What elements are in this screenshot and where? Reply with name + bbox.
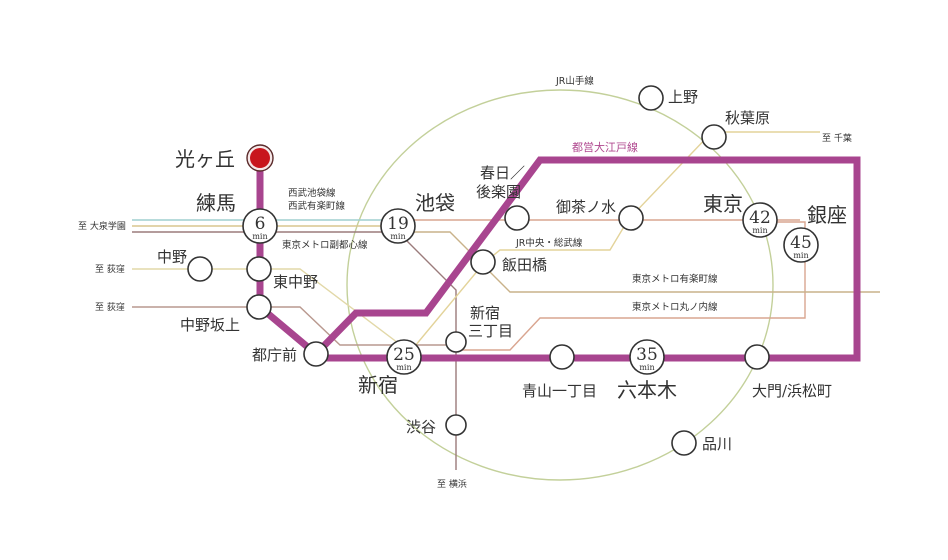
station-aoyama-itchome[interactable] [549, 344, 575, 370]
dest-ogikubo-2: 至 荻窪 [95, 301, 125, 313]
label-shinjuku-sanchome-2: 三丁目 [468, 322, 513, 340]
station-shinjuku[interactable]: 25 min [386, 339, 422, 375]
label-daimon: 大門/浜松町 [752, 382, 832, 400]
label-roppongi: 六本木 [617, 378, 677, 402]
label-akihabara: 秋葉原 [725, 109, 770, 127]
unit-tokyo: min [752, 226, 767, 235]
station-ochanomizu[interactable] [618, 205, 644, 231]
station-ginza[interactable]: 45 min [783, 227, 819, 263]
station-iidabashi[interactable] [470, 249, 496, 275]
label-shinagawa: 品川 [702, 435, 732, 453]
time-roppongi: 35 [636, 345, 658, 365]
time-ginza: 45 [790, 233, 812, 253]
label-iidabashi: 飯田橋 [502, 256, 547, 274]
time-ikebukuro: 19 [387, 214, 409, 234]
unit-ikebukuro: min [390, 232, 405, 241]
station-nerima[interactable]: 6 min [242, 208, 278, 244]
station-kasuga[interactable] [504, 205, 530, 231]
yamanote-label: JR山手線 [555, 75, 594, 87]
label-nakano: 中野 [157, 248, 187, 266]
label-nakanosakaue: 中野坂上 [180, 316, 240, 334]
label-higashinakano: 東中野 [273, 273, 318, 291]
station-hikarigaoka[interactable] [246, 144, 274, 172]
seibu-yurakucho-label: 西武有楽町線 [288, 200, 346, 212]
unit-nerima: min [252, 232, 267, 241]
dest-ogikubo-1: 至 荻窪 [95, 263, 125, 275]
label-ikebukuro: 池袋 [415, 191, 455, 215]
station-roppongi[interactable]: 35 min [629, 339, 665, 375]
unit-ginza: min [793, 251, 808, 260]
station-daimon[interactable] [744, 344, 770, 370]
station-nakanosakaue[interactable] [246, 294, 272, 320]
oedo-line [256, 156, 861, 362]
unit-roppongi: min [639, 363, 654, 372]
unit-shinjuku: min [396, 363, 411, 372]
fukutoshin-label: 東京メトロ副都心線 [282, 239, 368, 251]
label-nerima: 練馬 [196, 191, 236, 215]
label-hikarigaoka: 光ヶ丘 [175, 147, 235, 171]
label-ochanomizu: 御茶ノ水 [556, 198, 616, 216]
dest-yokohama: 至 横浜 [437, 478, 467, 490]
time-shinjuku: 25 [393, 345, 415, 365]
label-kasuga: 春日／ [480, 164, 525, 182]
station-shinjuku-sanchome[interactable] [445, 331, 467, 353]
station-ueno[interactable] [638, 85, 664, 111]
label-aoyama-itchome: 青山一丁目 [522, 382, 597, 400]
station-akihabara[interactable] [701, 124, 727, 150]
marunouchi-ginza-line [455, 221, 806, 351]
yamanote-line [346, 89, 774, 481]
station-shinagawa[interactable] [671, 430, 697, 456]
label-tokyo: 東京 [703, 192, 743, 216]
station-tokyo[interactable]: 42 min [742, 202, 778, 238]
label-shibuya: 渋谷 [406, 418, 436, 436]
station-ikebukuro[interactable]: 19 min [380, 208, 416, 244]
dest-oizumigakuen: 至 大泉学園 [78, 220, 126, 232]
chuo-sobu-label: JR中央・総武線 [515, 237, 583, 249]
fukutoshin-south-line [397, 231, 457, 470]
oedo-label: 都営大江戸線 [572, 140, 638, 154]
station-tochomae[interactable] [303, 341, 329, 367]
station-higashinakano[interactable] [246, 256, 272, 282]
seibu-ikebukuro-label: 西武池袋線 [288, 187, 336, 199]
label-shinjuku: 新宿 [358, 373, 398, 397]
yurakucho-label: 東京メトロ有楽町線 [632, 273, 718, 285]
label-korakuen: 後楽園 [476, 183, 521, 201]
label-shinjuku-sanchome-1: 新宿 [470, 304, 500, 322]
time-nerima: 6 [255, 214, 266, 234]
station-shibuya[interactable] [445, 414, 467, 436]
label-tochomae: 都庁前 [252, 346, 297, 364]
label-ueno: 上野 [668, 88, 698, 106]
time-tokyo: 42 [749, 208, 771, 228]
dest-chiba: 至 千葉 [822, 132, 852, 144]
station-nakano[interactable] [187, 256, 213, 282]
label-ginza: 銀座 [807, 203, 847, 227]
marunouchi-label: 東京メトロ丸ノ内線 [632, 301, 718, 313]
